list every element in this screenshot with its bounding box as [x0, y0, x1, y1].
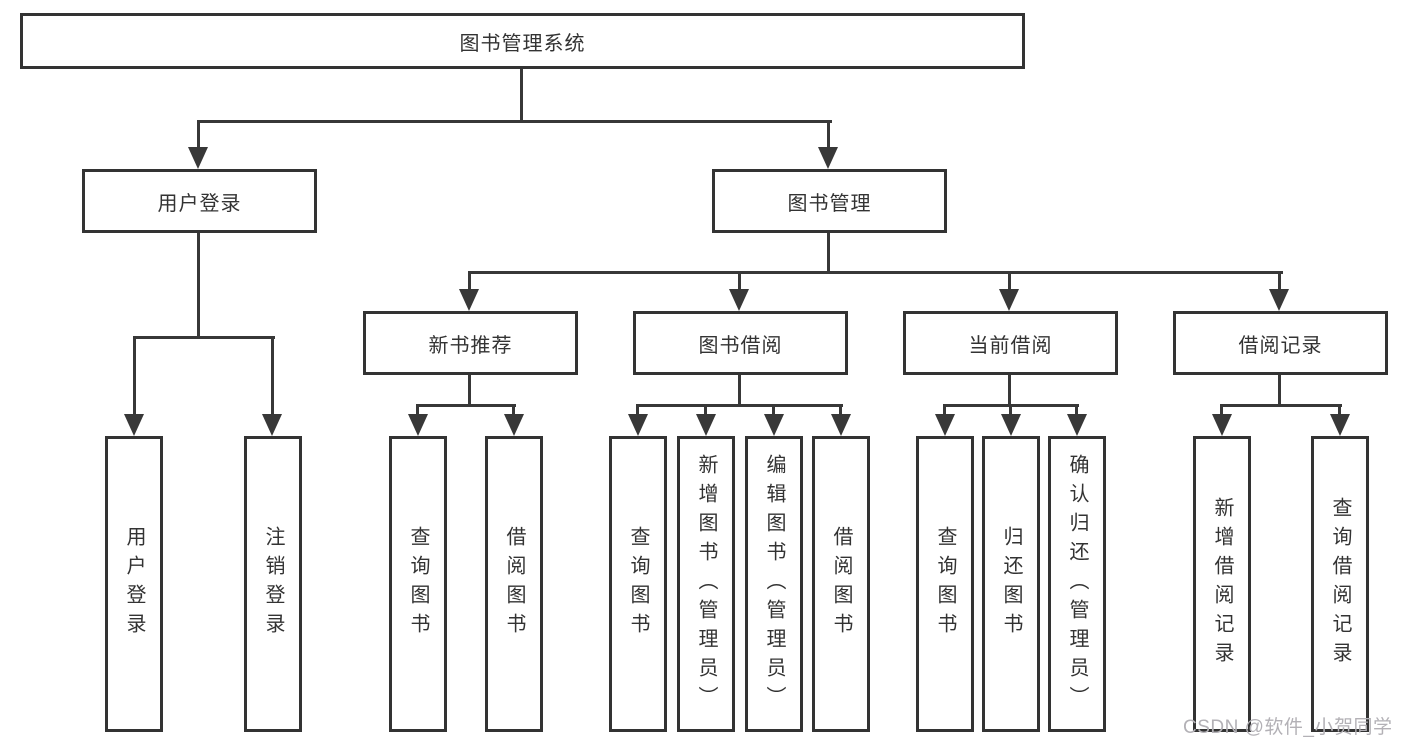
arrow-down-icon [628, 414, 648, 436]
arrow-down-icon [1330, 414, 1350, 436]
leaf-borrow-books-2: 借阅图书 [812, 436, 870, 732]
leaf-query-books-2: 查询图书 [609, 436, 667, 732]
connector-borrow-records-stem [1278, 375, 1281, 404]
arrow-down-icon [764, 414, 784, 436]
node-user-login: 用户登录 [82, 169, 317, 233]
node-current-borrowing: 当前借阅 [903, 311, 1118, 375]
connector-user-login-bar [133, 336, 275, 339]
arrow-down-icon [1001, 414, 1021, 436]
connector-to-book-borrowing [738, 271, 741, 291]
leaf-query-books-3: 查询图书 [916, 436, 974, 732]
connector-level2-bar [469, 271, 1283, 274]
leaf-query-borrow-record: 查询借阅记录 [1311, 436, 1369, 732]
arrow-down-icon [729, 289, 749, 311]
arrow-down-icon [935, 414, 955, 436]
connector-drop [772, 404, 775, 416]
arrow-down-icon [504, 414, 524, 436]
node-book-borrowing: 图书借阅 [633, 311, 848, 375]
arrow-down-icon [188, 147, 208, 169]
arrow-down-icon [1212, 414, 1232, 436]
connector-to-current-borrowing [1008, 271, 1011, 291]
connector-drop [512, 404, 515, 416]
connector-to-leaf-logout [271, 336, 274, 416]
connector-to-user-login [197, 120, 200, 148]
connector-user-login-stem [197, 233, 200, 336]
leaf-borrow-books-1: 借阅图书 [485, 436, 543, 732]
leaf-return-books: 归还图书 [982, 436, 1040, 732]
arrow-down-icon [818, 147, 838, 169]
leaf-edit-books-admin: 编辑图书（管理员） [745, 436, 803, 732]
arrow-down-icon [696, 414, 716, 436]
connector-to-new-book [468, 271, 471, 291]
leaf-user-login: 用户登录 [105, 436, 163, 732]
connector-to-book-management [827, 120, 830, 148]
connector-drop [1075, 404, 1078, 416]
arrow-down-icon [262, 414, 282, 436]
node-new-book-recommend: 新书推荐 [363, 311, 578, 375]
connector-level1-bar [198, 120, 832, 123]
connector-drop [636, 404, 639, 416]
connector-drop [943, 404, 946, 416]
leaf-confirm-return-admin: 确认归还（管理员） [1048, 436, 1106, 732]
connector-book-management-stem [827, 233, 830, 271]
arrow-down-icon [1269, 289, 1289, 311]
arrow-down-icon [408, 414, 428, 436]
connector-group4-bar [1221, 404, 1342, 407]
node-book-management: 图书管理 [712, 169, 947, 233]
leaf-add-books-admin: 新增图书（管理员） [677, 436, 735, 732]
connector-drop [704, 404, 707, 416]
leaf-query-books-1: 查询图书 [389, 436, 447, 732]
connector-drop [1338, 404, 1341, 416]
connector-current-borrowing-stem [1008, 375, 1011, 404]
connector-drop [839, 404, 842, 416]
watermark-text: CSDN @软件_小贺同学 [1183, 717, 1393, 738]
connector-root-stem [520, 69, 523, 120]
connector-new-book-stem [468, 375, 471, 404]
connector-drop [416, 404, 419, 416]
node-root: 图书管理系统 [20, 13, 1025, 69]
connector-book-borrowing-stem [738, 375, 741, 404]
arrow-down-icon [459, 289, 479, 311]
leaf-add-borrow-record: 新增借阅记录 [1193, 436, 1251, 732]
arrow-down-icon [999, 289, 1019, 311]
leaf-logout: 注销登录 [244, 436, 302, 732]
connector-to-borrow-records [1278, 271, 1281, 291]
connector-drop [1220, 404, 1223, 416]
connector-group2-bar [637, 404, 843, 407]
connector-drop [1009, 404, 1012, 416]
arrow-down-icon [1067, 414, 1087, 436]
arrow-down-icon [124, 414, 144, 436]
connector-to-leaf-user-login [133, 336, 136, 416]
arrow-down-icon [831, 414, 851, 436]
connector-group1-bar [417, 404, 516, 407]
node-borrow-records: 借阅记录 [1173, 311, 1388, 375]
